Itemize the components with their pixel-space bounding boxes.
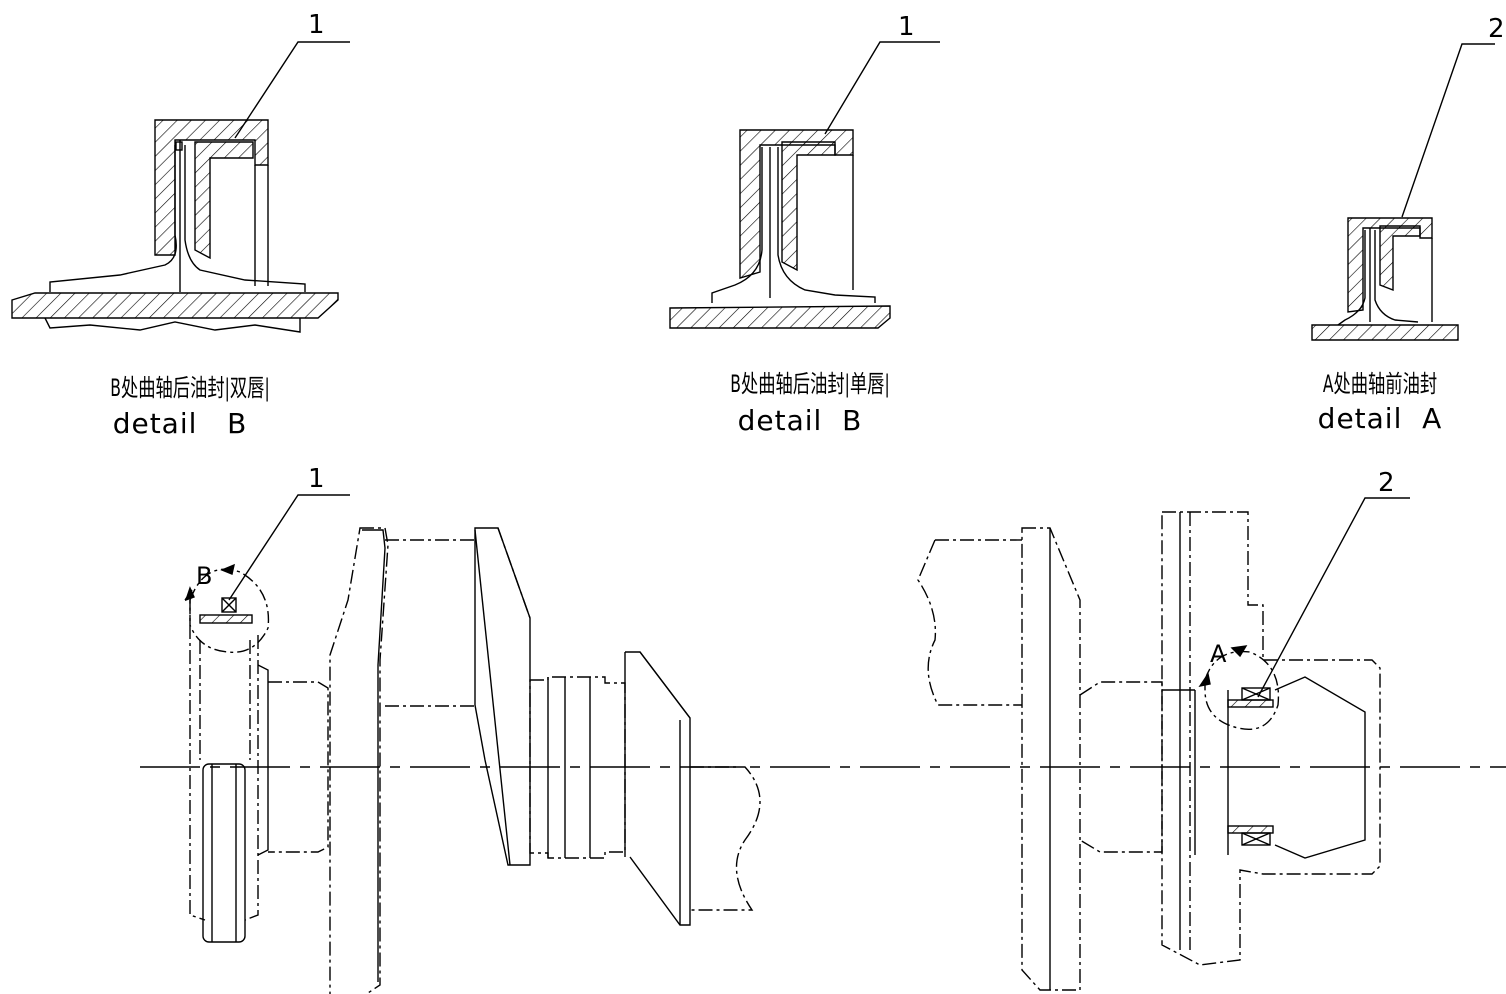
callout-main-left: 1 [308, 464, 325, 494]
leader-3 [1401, 43, 1495, 218]
seal-inner-case [194, 141, 254, 260]
callout-detail2: 1 [898, 12, 915, 42]
leader-2 [824, 41, 940, 135]
seal-inner-case [781, 141, 836, 272]
view-marker-b: B [196, 562, 213, 590]
callout-detail1: 1 [308, 10, 325, 40]
caption-detail3-en: detail A [1317, 402, 1443, 435]
seal-housing [154, 119, 269, 256]
caption-detail3-cn: A处曲轴前油封 [1322, 370, 1438, 398]
seal-inner-case [1379, 225, 1421, 292]
view-marker-a: A [1210, 640, 1227, 668]
leader-1 [234, 41, 350, 139]
leader-main-1 [228, 494, 350, 601]
leader-main-2 [1257, 497, 1410, 698]
shaft-section [11, 292, 339, 319]
crankshaft-main-view [140, 494, 1506, 994]
detail-a-front-seal [1311, 217, 1459, 341]
caption-detail1-en: detail B [112, 407, 248, 440]
callout-main-right: 2 [1378, 468, 1395, 498]
caption-detail2-cn: B处曲轴后油封|单唇| [730, 370, 890, 398]
callout-detail3: 2 [1488, 14, 1505, 44]
detail-b-single-lip [669, 129, 891, 329]
shaft-section [669, 305, 891, 329]
shaft-section [1311, 324, 1459, 341]
caption-detail1-cn: B处曲轴后油封|双唇| [110, 374, 270, 402]
caption-detail2-en: detail B [737, 404, 863, 437]
detail-b-double-lip [11, 119, 339, 333]
